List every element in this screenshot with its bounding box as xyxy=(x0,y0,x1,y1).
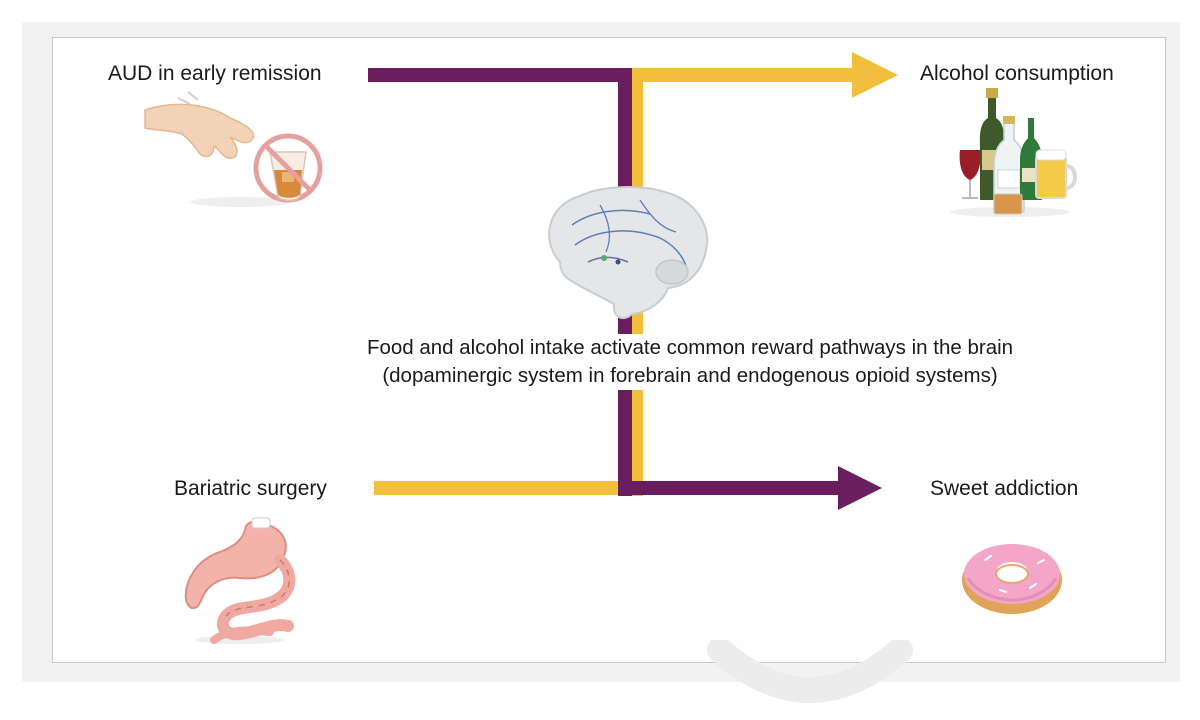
yellow-arrowhead xyxy=(852,52,898,98)
brain-icon xyxy=(548,186,709,320)
stomach-icon xyxy=(184,517,296,644)
central-explanation: Food and alcohol intake activate common … xyxy=(290,334,1090,390)
hand-refusing-drink-icon xyxy=(144,91,323,207)
label-bariatric-surgery: Bariatric surgery xyxy=(174,477,327,500)
alcohol-bottles-icon xyxy=(950,88,1077,217)
purple-arrowhead xyxy=(838,466,882,510)
watermark-shape xyxy=(707,640,913,703)
central-explanation-line-1: Food and alcohol intake activate common … xyxy=(366,336,1014,359)
purple-path-bottom xyxy=(618,481,842,495)
yellow-path-bottom xyxy=(374,481,636,495)
label-aud-early-remission: AUD in early remission xyxy=(108,62,322,85)
label-alcohol-consumption: Alcohol consumption xyxy=(920,62,1114,85)
donut-icon xyxy=(962,544,1062,614)
label-sweet-addiction: Sweet addiction xyxy=(930,477,1079,500)
central-explanation-line-2: (dopaminergic system in forebrain and en… xyxy=(382,364,998,387)
purple-path-top xyxy=(368,68,632,82)
yellow-path-top xyxy=(630,68,858,82)
